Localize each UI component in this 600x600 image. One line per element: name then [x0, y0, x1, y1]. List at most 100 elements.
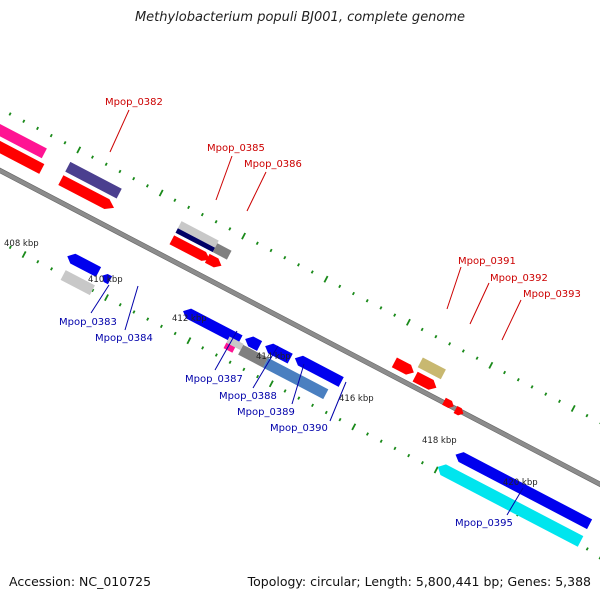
inner-tick: [351, 423, 357, 431]
outer-tick: [173, 198, 177, 202]
gene-label-0392[interactable]: Mpop_0392: [490, 273, 548, 284]
leader-0393: [501, 299, 522, 341]
inner-tick: [365, 432, 369, 436]
inner-tick: [201, 346, 205, 350]
gene-label-0388[interactable]: Mpop_0388: [219, 391, 277, 402]
red-cds-0393b: [453, 405, 464, 416]
outer-tick: [214, 220, 218, 224]
inner-tick: [420, 461, 424, 465]
inner-tick: [433, 466, 439, 474]
outer-tick: [118, 169, 122, 174]
silver-feature-0385: [177, 221, 219, 248]
outer-tick-row: [8, 112, 600, 425]
inner-tick: [104, 294, 109, 302]
blue-cds-0388: [245, 336, 263, 351]
red-cds-0392: [412, 371, 437, 390]
leader-0395: [506, 487, 524, 516]
outer-tick: [434, 334, 438, 339]
gene-label-0387[interactable]: Mpop_0387: [185, 374, 243, 385]
gene-label-0393[interactable]: Mpop_0393: [523, 289, 581, 300]
magenta-feature-0388: [223, 342, 236, 353]
leader-0390: [329, 381, 347, 422]
outer-tick: [544, 392, 548, 396]
outer-tick: [585, 413, 589, 418]
inner-tick: [36, 259, 40, 264]
outer-tick: [200, 212, 204, 217]
outer-tick: [63, 141, 67, 145]
gene-label-0390[interactable]: Mpop_0390: [270, 423, 328, 434]
outer-tick: [475, 356, 479, 360]
outer-tick: [228, 227, 232, 231]
inner-tick: [297, 396, 301, 400]
ruler-label-418: 418 kbp: [422, 436, 457, 446]
leader-0389: [291, 363, 305, 405]
inner-tick: [186, 337, 192, 345]
outer-tick: [241, 232, 246, 240]
red-cds-0391: [391, 357, 414, 375]
blue-cds-0390: [294, 355, 344, 387]
ruler-label-408: 408 kbp: [4, 239, 39, 249]
outer-tick: [36, 126, 40, 131]
inner-tick: [21, 250, 27, 259]
outer-tick: [420, 327, 424, 332]
inner-tick: [407, 453, 411, 458]
cyan-feature-0395: [437, 464, 584, 547]
leader-0388: [252, 345, 279, 389]
blue-cds-0394: [455, 452, 593, 530]
outer-tick: [530, 385, 534, 389]
inner-tick: [228, 360, 232, 364]
outer-tick: [448, 342, 452, 346]
outer-tick: [393, 313, 397, 317]
leader-0385: [215, 155, 233, 201]
outer-tick: [76, 146, 82, 154]
outer-tick: [255, 241, 259, 246]
leader-0391: [446, 266, 462, 310]
gene-label-0395[interactable]: Mpop_0395: [455, 518, 513, 529]
gene-label-0383[interactable]: Mpop_0383: [59, 317, 117, 328]
outer-tick: [22, 119, 26, 123]
outer-tick: [269, 248, 273, 253]
gene-label-0386[interactable]: Mpop_0386: [244, 159, 302, 170]
outer-tick: [310, 270, 314, 274]
inner-tick: [91, 288, 95, 293]
outer-tick: [351, 291, 355, 296]
ruler-label-416: 416 kbp: [339, 394, 374, 404]
grey-feature-0386: [212, 243, 232, 260]
outer-tick: [379, 306, 383, 310]
outer-tick: [558, 399, 561, 404]
outer-tick: [503, 370, 507, 375]
inner-tick: [283, 389, 287, 393]
inner-tick: [214, 353, 218, 357]
gene-label-0385[interactable]: Mpop_0385: [207, 143, 265, 154]
inner-tick: [268, 380, 274, 388]
outer-tick: [461, 349, 465, 353]
inner-tick: [311, 403, 315, 408]
gene-label-0389[interactable]: Mpop_0389: [237, 407, 295, 418]
outer-tick: [488, 361, 494, 369]
ruler-labels: 408 kbp 410 kbp 412 kbp 414 kbp 416 kbp …: [4, 239, 538, 488]
grey-feature-0389: [238, 344, 269, 368]
outer-tick: [158, 189, 164, 197]
inner-tick: [256, 374, 260, 379]
inner-tick: [159, 324, 163, 329]
gene-label-0384[interactable]: Mpop_0384: [95, 333, 153, 344]
slate-feature-0382: [65, 161, 122, 199]
blue-cds-0387: [183, 308, 243, 346]
gene-label-0382[interactable]: Mpop_0382: [105, 97, 163, 108]
navy-feature-0385: [175, 228, 216, 253]
blue-cds-0384: [102, 273, 113, 285]
outer-tick: [187, 205, 191, 210]
outer-tick: [297, 263, 301, 267]
gene-label-0391[interactable]: Mpop_0391: [458, 256, 516, 267]
outer-tick: [570, 404, 576, 412]
outer-tick: [104, 162, 108, 167]
inner-tick: [8, 245, 12, 250]
outer-tick: [90, 155, 94, 159]
ruler-label-414: 414 kbp: [256, 352, 291, 362]
inner-tick: [379, 439, 383, 443]
inner-tick: [50, 267, 54, 271]
inner-tick: [393, 446, 397, 451]
leader-0384: [124, 285, 139, 331]
outer-tick: [132, 176, 136, 181]
